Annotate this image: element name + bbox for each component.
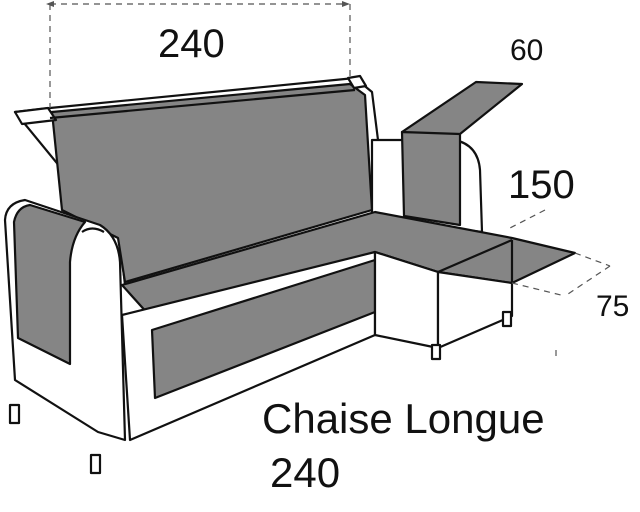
- leg: [89, 453, 102, 475]
- left-arm-cover: [12, 203, 87, 366]
- dimension-chaise-width-label: 75: [596, 290, 630, 323]
- leg: [501, 310, 513, 328]
- dimension-arrows: [46, 1, 350, 7]
- leg: [430, 343, 442, 361]
- chaise-side: [436, 270, 514, 350]
- dimension-armrest-flap-label: 60: [510, 34, 544, 67]
- leg: [8, 403, 21, 425]
- dimension-lines: [49, 3, 611, 356]
- dimension-chaise-length-label: 150: [508, 163, 575, 207]
- diagram-title: Chaise Longue: [262, 395, 545, 442]
- armrest-flap: [400, 80, 524, 136]
- dimension-width-label: 240: [158, 22, 225, 66]
- right-arm-cover: [400, 130, 462, 227]
- diagram-subtitle: 240: [270, 449, 341, 496]
